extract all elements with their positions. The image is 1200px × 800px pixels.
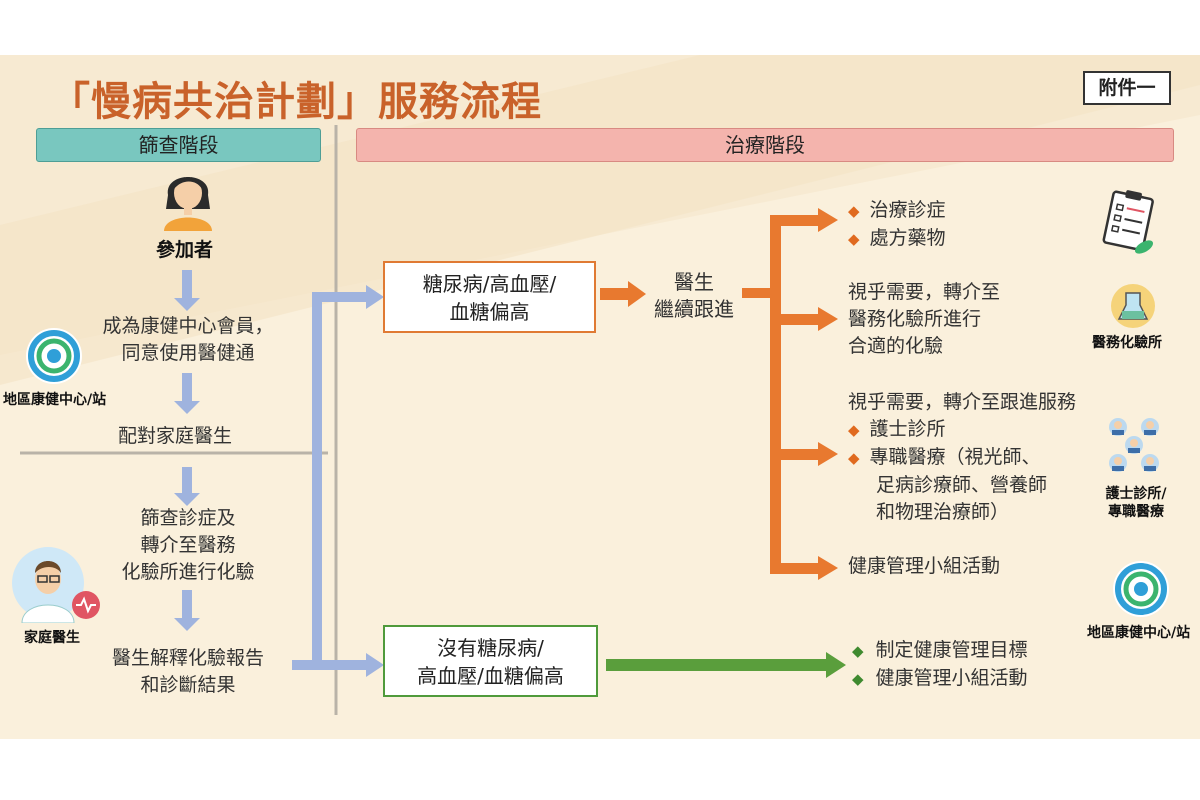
arrow-to-doctor (600, 281, 646, 307)
branch-lab-line1: 視乎需要，轉介至 (848, 281, 1001, 303)
step-membership-line2: 同意使用醫健通 (121, 342, 255, 364)
down-arrow-1 (174, 270, 200, 311)
branch-followup-item: ◆專職醫療（視光師、 (848, 446, 1041, 468)
dhc-label-right: 地區康健中心/站 (1087, 625, 1191, 641)
step-explain-line2: 和診斷結果 (140, 674, 236, 696)
slide: 「慢病共治計劃」服務流程 附件一 篩查階段 治療階段 (0, 55, 1200, 739)
participant-label: 參加者 (156, 239, 214, 261)
branch-arrow-1 (770, 208, 838, 232)
step-explain-line1: 醫生解釋化驗報告 (111, 647, 264, 669)
phase-treatment-header: 治療階段 (356, 128, 1174, 162)
lab-icon (1111, 284, 1155, 328)
lab-label: 醫務化驗所 (1092, 335, 1162, 351)
dhc-label-left: 地區康健中心/站 (3, 392, 107, 408)
phase-screening-header: 篩查階段 (36, 128, 321, 162)
down-arrow-2 (174, 373, 200, 414)
branch-followup-cont2: 和物理治療師） (876, 501, 1010, 523)
family-doctor-label: 家庭醫生 (24, 630, 80, 646)
annex-label: 附件一 (1083, 71, 1171, 105)
branch-lab-referral: 視乎需要，轉介至 醫務化驗所進行 合適的化驗 (848, 279, 1000, 360)
diagnosed-box: 糖尿病/高血壓/ 血糖偏高 (383, 261, 596, 333)
page-title: 「慢病共治計劃」服務流程 (50, 79, 542, 125)
step-screening: 篩查診症及 轉介至醫務 化驗所進行化驗 (68, 505, 308, 586)
branch-arrow-3 (770, 442, 838, 466)
no-diag-item: ◆制定健康管理目標 (852, 639, 1028, 661)
branch-health-group: 健康管理小組活動 (848, 555, 1001, 577)
step-screening-line3: 化驗所進行化驗 (121, 561, 255, 583)
step-membership: 成為康健中心會員， 同意使用醫健通 (58, 313, 318, 367)
doctor-followup-line1: 醫生 (674, 270, 714, 294)
branch-followup-item: ◆護士診所 (848, 418, 946, 440)
bullet-icon: ◆ (848, 202, 860, 220)
step-screening-line1: 篩查診症及 (140, 507, 236, 529)
diagnosed-box-line1: 糖尿病/高血壓/ (422, 272, 557, 296)
branch-followup-head: 視乎需要，轉介至跟進服務 (848, 391, 1077, 413)
bullet-icon: ◆ (852, 642, 864, 660)
no-diagnosis-box: 沒有糖尿病/ 高血壓/血糖偏高 (383, 625, 598, 697)
dhc-logo-icon (26, 328, 82, 384)
step-match-doctor: 配對家庭醫生 (118, 425, 233, 447)
no-diag-box-line2: 高血壓/血糖偏高 (417, 664, 564, 688)
step-screening-line2: 轉介至醫務 (140, 534, 236, 556)
bullet-icon: ◆ (852, 670, 864, 688)
bullet-icon: ◆ (848, 421, 860, 439)
branch-arrow-4 (770, 556, 838, 580)
doctor-followup-line2: 繼續跟進 (654, 297, 734, 321)
branch-arrow-2 (770, 307, 838, 331)
clipboard-icon (1102, 190, 1154, 254)
outcome-bracket (292, 285, 384, 677)
step-explain-report: 醫生解釋化驗報告 和診斷結果 (68, 645, 308, 699)
branch-treatment-item: ◆治療診症 (848, 199, 946, 221)
bullet-icon: ◆ (848, 449, 860, 467)
nurse-allied-health-icon (1109, 418, 1159, 472)
no-diag-items: ◆制定健康管理目標 ◆健康管理小組活動 (852, 637, 1028, 693)
branch-treatment-item: ◆處方藥物 (848, 227, 946, 249)
branch-followup-cont1: 足病診療師、營養師 (876, 474, 1048, 496)
diagnosed-box-line2: 血糖偏高 (449, 300, 530, 324)
dhc-logo-icon (1113, 561, 1169, 617)
no-diag-box-line1: 沒有糖尿病/ (437, 636, 544, 660)
branch-treatment: ◆治療診症 ◆處方藥物 (848, 197, 946, 253)
down-arrow-4 (174, 590, 200, 631)
branch-lab-line3: 合適的化驗 (848, 335, 944, 357)
bullet-icon: ◆ (848, 230, 860, 248)
step-membership-line1: 成為康健中心會員， (102, 315, 274, 337)
participant-icon (164, 177, 212, 231)
no-diag-item: ◆健康管理小組活動 (852, 667, 1028, 689)
nurse-label-line2: 專職醫療 (1108, 504, 1164, 520)
doctor-followup: 醫生 繼續跟進 (644, 269, 744, 323)
family-doctor-icon (12, 547, 100, 623)
branch-followup-services: 視乎需要，轉介至跟進服務 ◆護士診所 ◆專職醫療（視光師、 足病診療師、營養師 … (848, 389, 1076, 526)
down-arrow-3 (174, 467, 200, 506)
arrow-no-diag (606, 652, 846, 678)
branch-lab-line2: 醫務化驗所進行 (848, 308, 982, 330)
flow-arrows (20, 125, 846, 715)
nurse-allied-label: 護士診所/ 專職醫療 (1100, 485, 1172, 521)
nurse-label-line1: 護士診所/ (1105, 486, 1167, 502)
